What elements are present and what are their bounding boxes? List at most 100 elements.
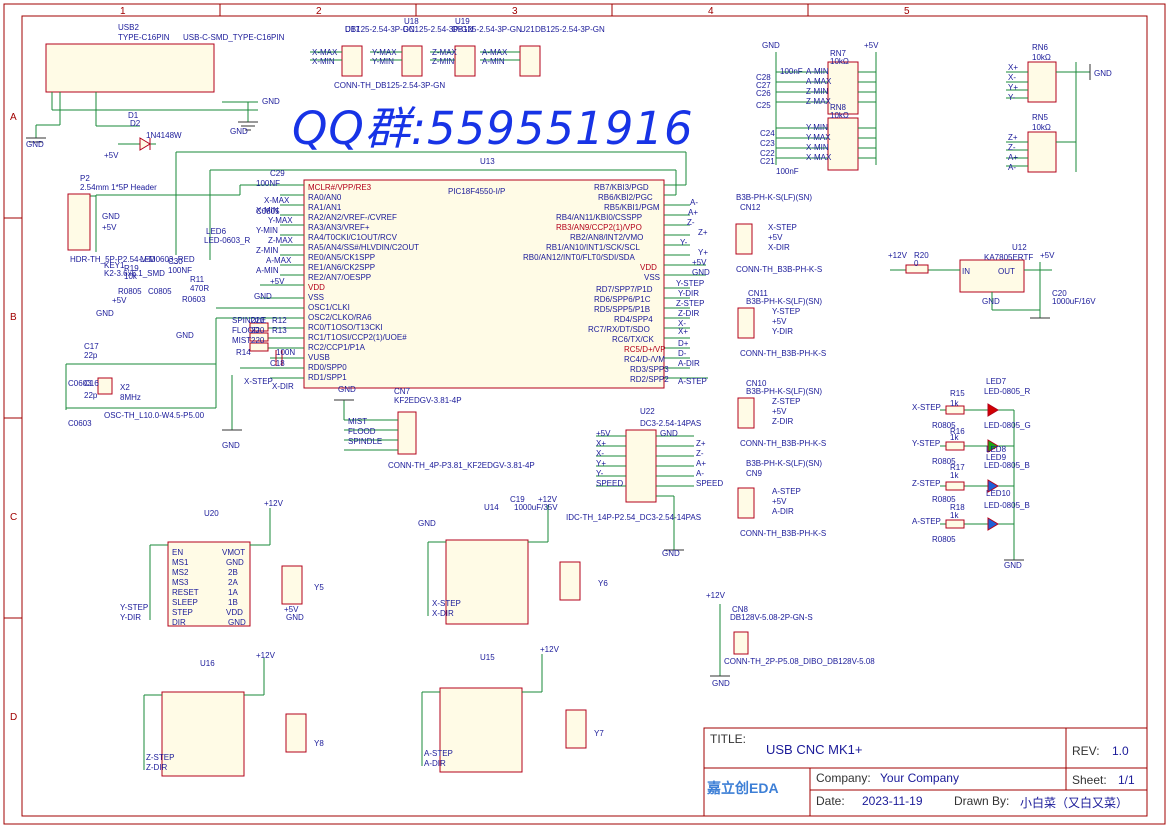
schematic-label: 220 <box>251 336 265 345</box>
schematic-label: RA2/AN2/VREF-/CVREF <box>308 213 397 222</box>
schematic-label: STEP <box>172 608 193 617</box>
schematic-label: GND <box>418 519 436 528</box>
schematic-label: RE1/AN6/CK2SPP <box>308 263 375 272</box>
schematic-label: B3B-PH-K-S(LF)(SN) <box>746 387 822 396</box>
schematic-label: X-MAX <box>806 153 832 162</box>
schematic-label: GND <box>176 331 194 340</box>
schematic-label: R11 <box>190 275 205 284</box>
schematic-label: +5V <box>270 277 285 286</box>
schematic-label: C21 <box>760 157 775 166</box>
schematic-label: CONN-TH_B3B-PH-K-S <box>740 529 826 538</box>
schematic-label: VDD <box>226 608 243 617</box>
schematic-label: +5V <box>284 605 299 614</box>
schematic-label: KEY1 <box>104 261 125 270</box>
schematic-label: 100nF <box>780 67 803 76</box>
schematic-label: Z+ <box>696 439 706 448</box>
schematic-label: Z+ <box>1008 133 1018 142</box>
schematic-label: GND <box>692 268 710 277</box>
schematic-label: SPINDLE <box>348 437 382 446</box>
schematic-label: X- <box>1008 73 1016 82</box>
schematic-label: 1A <box>228 588 238 597</box>
schematic-label: Z-STEP <box>912 479 940 488</box>
schematic-label: U16 <box>200 659 215 668</box>
schematic-label: R0805 <box>932 421 956 430</box>
schematic-label: 1k <box>950 511 959 520</box>
frame-row-label: A <box>10 112 17 123</box>
schematic-label: 100NF <box>256 179 280 188</box>
drawn-value: 小白菜（又白又菜） <box>1020 796 1129 810</box>
schematic-label: R18 <box>950 503 965 512</box>
schematic-label: A-STEP <box>424 749 453 758</box>
schematic-label: +12V <box>540 645 560 654</box>
schematic-label: CN8 <box>732 605 749 614</box>
schematic-label: Y- <box>680 238 688 247</box>
schematic-label: RA5/AN4/SS#/HLVDIN/C2OUT <box>308 243 419 252</box>
schematic-label: A-DIR <box>678 359 700 368</box>
schematic-label: CN12 <box>740 203 761 212</box>
schematic-label: USB-C-SMD_TYPE-C16PIN <box>183 33 285 42</box>
schematic-label: RN7 <box>830 49 847 58</box>
schematic-label: Z-MIN <box>432 57 454 66</box>
schematic-label: MS3 <box>172 578 189 587</box>
schematic-label: SPINDLE <box>232 316 266 325</box>
schematic-label: R13 <box>272 326 287 335</box>
schematic-label: GND <box>222 441 240 450</box>
schematic-label: C0603 <box>68 419 92 428</box>
schematic-label: RD1/SPP1 <box>308 373 347 382</box>
schematic-label: +5V <box>768 233 783 242</box>
schematic-label: +5V <box>102 223 117 232</box>
schematic-label: X-DIR <box>272 382 294 391</box>
schematic-label: CONN-TH_DB125-2.54-3P-GN <box>334 81 445 90</box>
schematic-label: 100N <box>276 348 295 357</box>
schematic-label: RA3/AN3/VREF+ <box>308 223 370 232</box>
schematic-label: C0805 <box>148 287 172 296</box>
schematic-label: 1k <box>950 433 959 442</box>
schematic-label: DB125-2.54-3P-GN <box>535 25 605 34</box>
frame-col-label: 4 <box>708 6 714 17</box>
schematic-label: 10kΩ <box>830 57 849 66</box>
schematic-label: RE0/AN5/CK1SPP <box>308 253 375 262</box>
schematic-label: VSS <box>308 293 324 302</box>
schematic-label: RC0/T1OSO/T13CKI <box>308 323 383 332</box>
schematic-label: CN9 <box>746 469 763 478</box>
schematic-label: X-MAX <box>264 196 290 205</box>
schematic-label: Y- <box>1008 93 1016 102</box>
schematic-label: RC7/RX/DT/SDO <box>588 325 650 334</box>
schematic-label: VDD <box>308 283 325 292</box>
schematic-label: LED7 <box>986 377 1007 386</box>
schematic-label: VSS <box>644 273 660 282</box>
schematic-label: +5V <box>864 41 879 50</box>
schematic-label: RB4/AN11/KBI0/CSSPP <box>556 213 642 222</box>
schematic-label: 100nF <box>776 167 799 176</box>
schematic-label: RA4/T0CKI/C1OUT/RCV <box>308 233 398 242</box>
schematic-label: SPEED <box>596 479 623 488</box>
schematic-label: X-STEP <box>432 599 461 608</box>
schematic-label: LED0603_RED <box>140 255 195 264</box>
schematic-label: 1000uF/35V <box>514 503 558 512</box>
schematic-label: GND <box>286 613 304 622</box>
schematic-label: GND <box>712 679 730 688</box>
schematic-label: LED-0603_R <box>204 236 250 245</box>
watermark-text: QQ群:559551916 <box>292 102 694 155</box>
schematic-label: Y-STEP <box>120 603 148 612</box>
schematic-label: DIR <box>172 618 186 627</box>
schematic-label: C0603 <box>68 379 92 388</box>
schematic-label: 2A <box>228 578 238 587</box>
schematic-label: R19 <box>124 264 139 273</box>
schematic-label: GND <box>254 292 272 301</box>
schematic-label: Y5 <box>314 583 324 592</box>
schematic-label: VMOT <box>222 548 245 557</box>
schematic-label: C22 <box>760 149 775 158</box>
schematic-label: RD5/SPP5/P1B <box>594 305 650 314</box>
schematic-label: +12V <box>264 499 284 508</box>
frame-row-label: B <box>10 312 17 323</box>
schematic-label: A-MIN <box>256 266 279 275</box>
sheet-label: Sheet: <box>1072 773 1107 787</box>
schematic-label: LED10 <box>986 489 1011 498</box>
schematic-label: +5V <box>112 296 127 305</box>
schematic-label: RD4/SPP4 <box>614 315 653 324</box>
schematic-label: OSC2/CLKO/RA6 <box>308 313 372 322</box>
schematic-label: Z-STEP <box>676 299 704 308</box>
schematic-label: 2.54mm 1*5P Header <box>80 183 157 192</box>
schematic-label: CONN-TH_2P-P5.08_DIBO_DB128V-5.08 <box>724 657 875 666</box>
